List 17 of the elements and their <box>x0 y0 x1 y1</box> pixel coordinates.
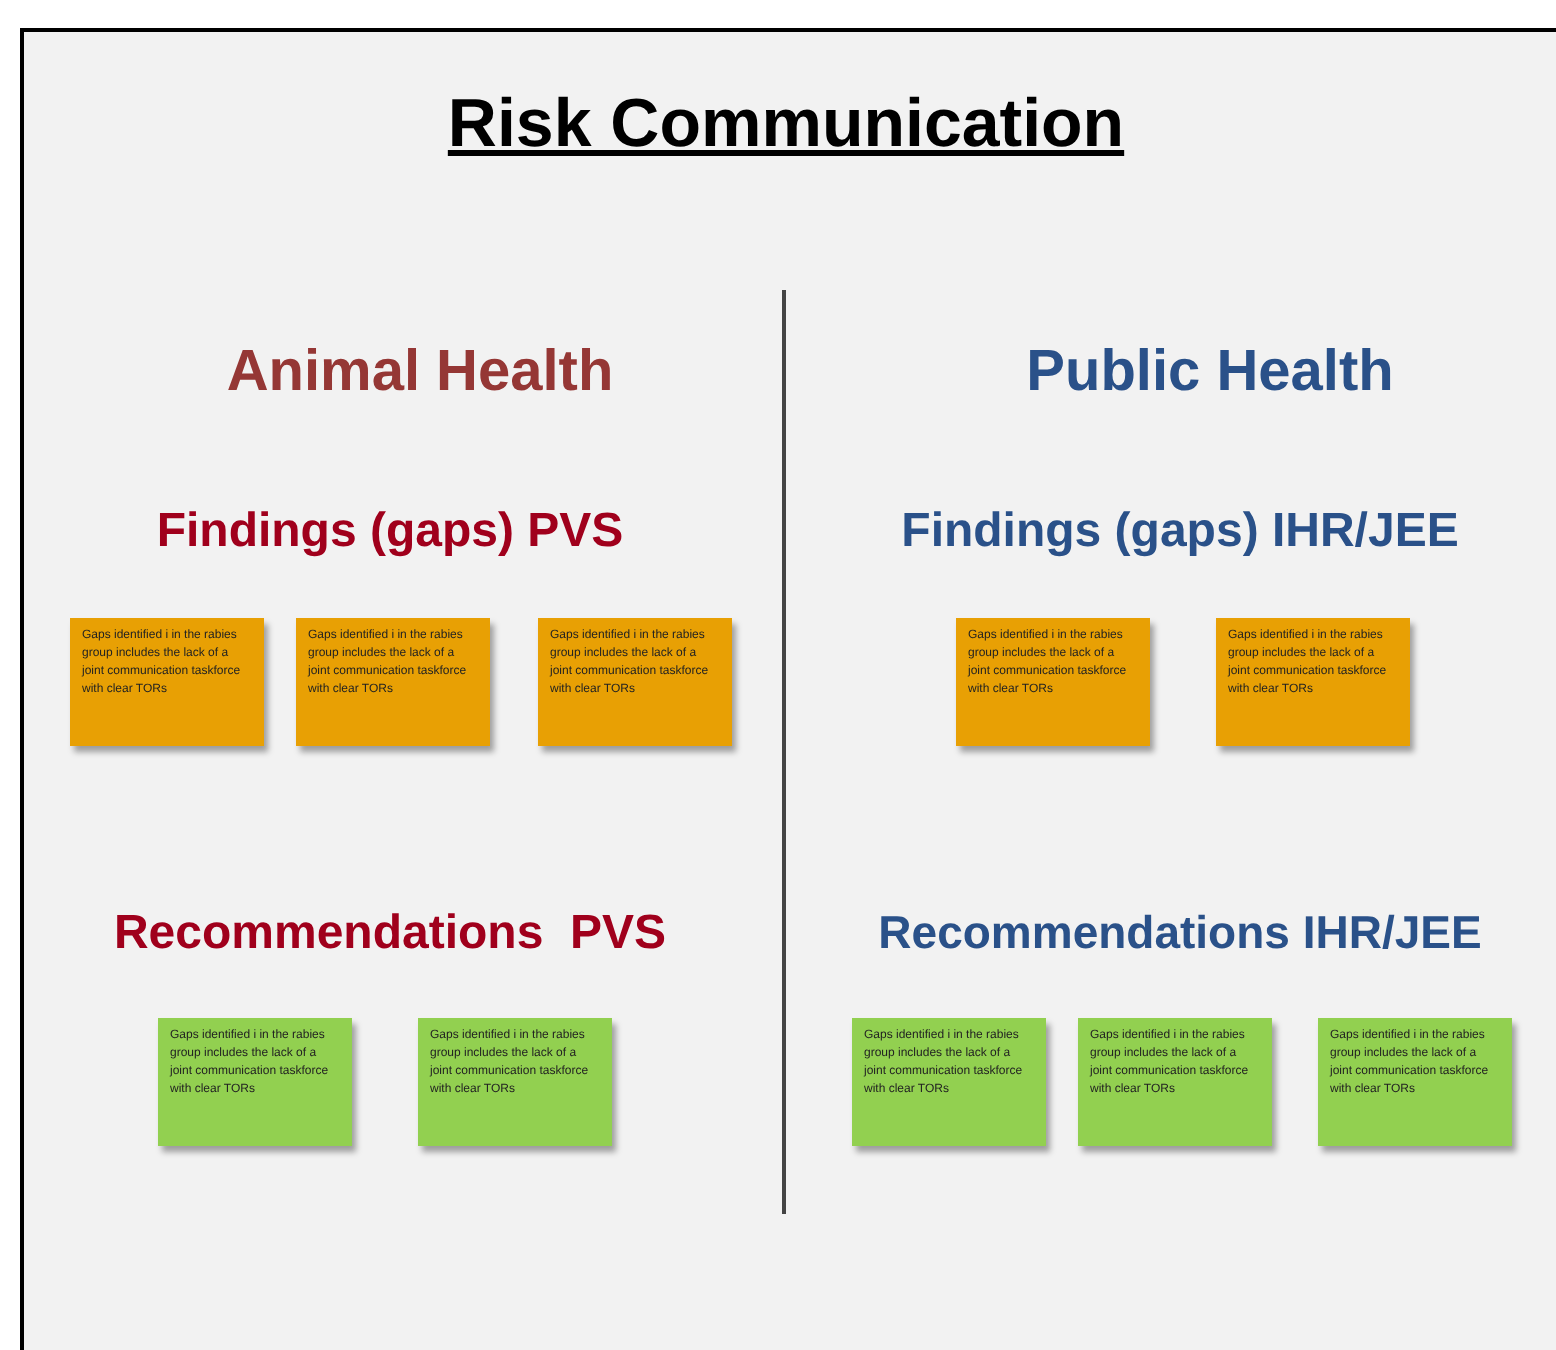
finding-note <box>538 618 732 746</box>
finding-note <box>1216 618 1410 746</box>
diagram-title: Risk Communication <box>447 86 1125 164</box>
recommendation-note <box>1078 1018 1272 1146</box>
recommendation-note <box>852 1018 1046 1146</box>
section-heading: Recommendations PVS <box>113 906 667 962</box>
recommendation-note <box>1318 1018 1512 1146</box>
section-heading: Findings (gaps) PVS <box>156 504 624 560</box>
recommendation-note <box>418 1018 612 1146</box>
section-heading: Recommendations IHR/JEE <box>878 906 1482 960</box>
finding-note <box>956 618 1150 746</box>
finding-note <box>70 618 264 746</box>
finding-note <box>296 618 490 746</box>
recommendation-note <box>158 1018 352 1146</box>
column-heading: Public Health <box>1026 340 1394 406</box>
section-heading: Findings (gaps) IHR/JEE <box>901 504 1459 560</box>
column-heading: Animal Health <box>226 340 614 406</box>
